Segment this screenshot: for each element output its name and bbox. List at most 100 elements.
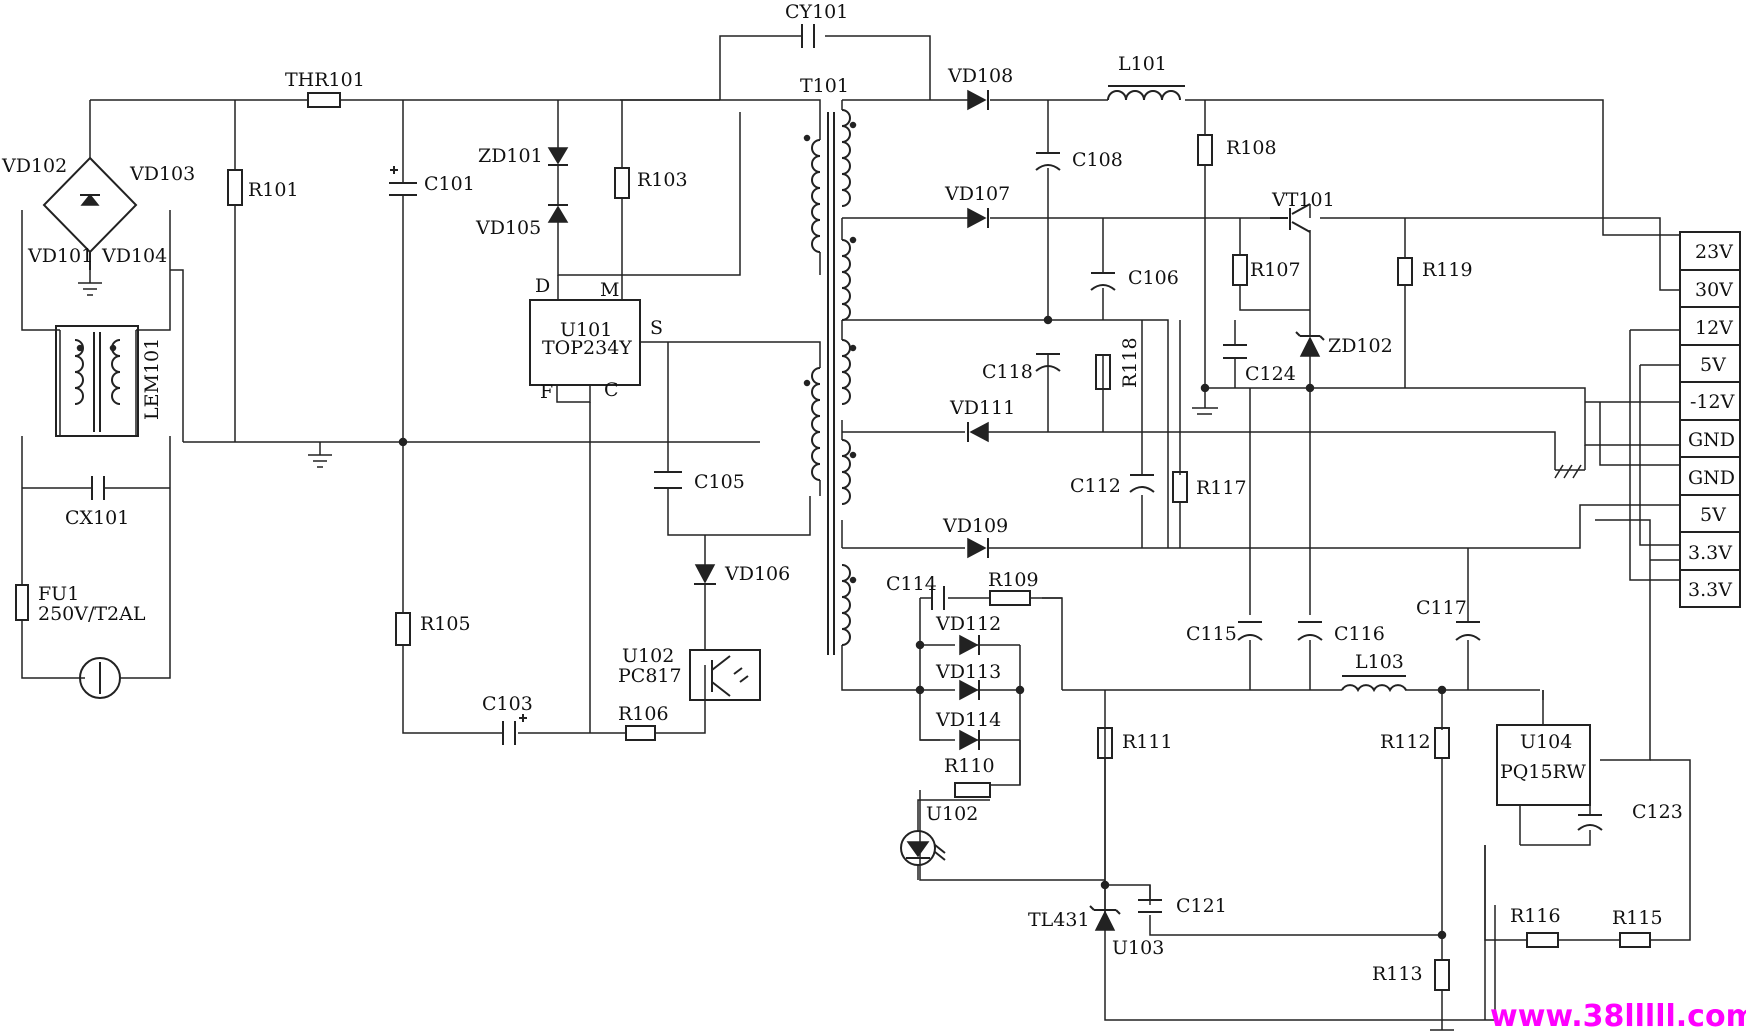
resistor-r108 bbox=[1197, 134, 1213, 166]
label-pc817: PC817 bbox=[618, 665, 682, 687]
label-r119: R119 bbox=[1422, 259, 1473, 281]
ac-plug bbox=[79, 657, 121, 699]
label-c121: C121 bbox=[1176, 895, 1227, 917]
resistor-r115 bbox=[1619, 932, 1651, 948]
label-c105: C105 bbox=[694, 471, 745, 493]
capacitor-cy101 bbox=[801, 24, 815, 48]
diode-vd105 bbox=[547, 204, 569, 223]
label-cy101: CY101 bbox=[785, 1, 848, 23]
resistor-r119 bbox=[1397, 257, 1413, 286]
capacitor-c123 bbox=[1577, 814, 1603, 831]
output-label-3v3-a: 3.3V bbox=[1688, 542, 1732, 564]
resistor-r118 bbox=[1095, 354, 1111, 390]
label-r109: R109 bbox=[988, 569, 1039, 591]
label-vd107: VD107 bbox=[944, 183, 1010, 205]
inductor-l103 bbox=[1341, 675, 1407, 693]
label-r113: R113 bbox=[1372, 963, 1423, 985]
label-lem101: LEM101 bbox=[141, 338, 163, 420]
diode-vd111 bbox=[967, 421, 989, 443]
diode-vd109 bbox=[967, 537, 989, 559]
label-c116: C116 bbox=[1334, 623, 1385, 645]
label-r111: R111 bbox=[1122, 731, 1173, 753]
label-vd105: VD105 bbox=[475, 217, 541, 239]
resistor-r112 bbox=[1434, 727, 1450, 759]
label-fu1-rating: 250V/T2AL bbox=[38, 603, 146, 625]
label-vd108: VD108 bbox=[947, 65, 1013, 87]
label-t101: T101 bbox=[800, 75, 849, 97]
watermark: www.38lllll.com bbox=[1490, 999, 1746, 1034]
optocoupler-u102-led bbox=[900, 799, 990, 880]
label-u101: U101 bbox=[560, 319, 612, 341]
junction-dots bbox=[398, 315, 1447, 940]
label-r105: R105 bbox=[420, 613, 471, 635]
label-r115: R115 bbox=[1612, 907, 1663, 929]
label-c: C bbox=[604, 379, 619, 401]
label-vd103: VD103 bbox=[129, 163, 195, 185]
diode-vd108 bbox=[967, 89, 989, 111]
label-c124: C124 bbox=[1245, 363, 1296, 385]
resistor-r101 bbox=[227, 169, 243, 206]
primary-wiring bbox=[21, 35, 931, 734]
transformer-t101 bbox=[803, 109, 857, 655]
capacitor-c112 bbox=[1129, 474, 1155, 493]
resistor-r111 bbox=[1097, 727, 1113, 759]
transistor-vt101 bbox=[1270, 203, 1311, 233]
label-r103: R103 bbox=[637, 169, 688, 191]
diode-vd107 bbox=[967, 207, 989, 229]
label-r117: R117 bbox=[1196, 477, 1247, 499]
label-vd113: VD113 bbox=[935, 661, 1001, 683]
output-label-5v-a: 5V bbox=[1700, 354, 1726, 376]
diode-vd113 bbox=[959, 679, 980, 701]
label-c106: C106 bbox=[1128, 267, 1179, 289]
output-labels: 23V 30V 12V 5V -12V GND GND 5V 3.3V 3.3V bbox=[1688, 241, 1735, 601]
label-zd102: ZD102 bbox=[1328, 335, 1393, 357]
label-vd109: VD109 bbox=[942, 515, 1008, 537]
capacitor-c124 bbox=[1223, 344, 1247, 359]
capacitor-c108 bbox=[1035, 152, 1061, 171]
label-c103: C103 bbox=[482, 693, 533, 715]
resistor-r105 bbox=[395, 612, 411, 646]
resistor-r117 bbox=[1172, 471, 1188, 503]
label-m: M bbox=[600, 279, 619, 301]
thermistor-thr101 bbox=[307, 92, 341, 108]
label-s: S bbox=[650, 317, 663, 339]
label-c118: C118 bbox=[982, 361, 1033, 383]
label-c101: C101 bbox=[424, 173, 475, 195]
capacitor-c115 bbox=[1237, 621, 1263, 641]
label-c112: C112 bbox=[1070, 475, 1121, 497]
label-u102: U102 bbox=[622, 645, 674, 667]
capacitor-c101 bbox=[389, 166, 417, 196]
label-c117: C117 bbox=[1416, 597, 1467, 619]
label-u102-led: U102 bbox=[926, 803, 978, 825]
label-r101: R101 bbox=[248, 179, 299, 201]
label-thr101: THR101 bbox=[285, 69, 365, 91]
capacitor-c118 bbox=[1035, 353, 1061, 372]
label-vd114: VD114 bbox=[935, 709, 1001, 731]
label-vd111: VD111 bbox=[949, 397, 1015, 419]
optocoupler-u102-transistor bbox=[689, 649, 761, 701]
capacitor-c121 bbox=[1138, 899, 1162, 913]
bridge-rectifier bbox=[42, 156, 138, 270]
label-u103: U103 bbox=[1112, 937, 1164, 959]
diode-vd106 bbox=[694, 564, 716, 585]
label-r118: R118 bbox=[1119, 337, 1141, 388]
label-u104: U104 bbox=[1520, 731, 1572, 753]
output-label-3v3-b: 3.3V bbox=[1688, 579, 1732, 601]
label-d: D bbox=[535, 275, 550, 297]
output-label-gnd-b: GND bbox=[1688, 467, 1735, 489]
label-c123: C123 bbox=[1632, 801, 1683, 823]
label-r112: R112 bbox=[1380, 731, 1431, 753]
label-r108: R108 bbox=[1226, 137, 1277, 159]
output-label-gnd-a: GND bbox=[1688, 429, 1735, 451]
label-cx101: CX101 bbox=[65, 507, 129, 529]
label-r110: R110 bbox=[944, 755, 995, 777]
label-vt101: VT101 bbox=[1271, 189, 1335, 211]
resistor-r110 bbox=[954, 782, 991, 798]
label-zd101: ZD101 bbox=[478, 145, 543, 167]
resistor-r116 bbox=[1526, 932, 1559, 948]
diode-vd114 bbox=[959, 729, 980, 751]
capacitor-c106 bbox=[1090, 272, 1116, 291]
component-labels: CY101 T101 THR101 VD102 VD103 VD101 VD10… bbox=[1, 1, 1683, 985]
capacitor-cx101 bbox=[91, 476, 105, 500]
label-c108: C108 bbox=[1072, 149, 1123, 171]
